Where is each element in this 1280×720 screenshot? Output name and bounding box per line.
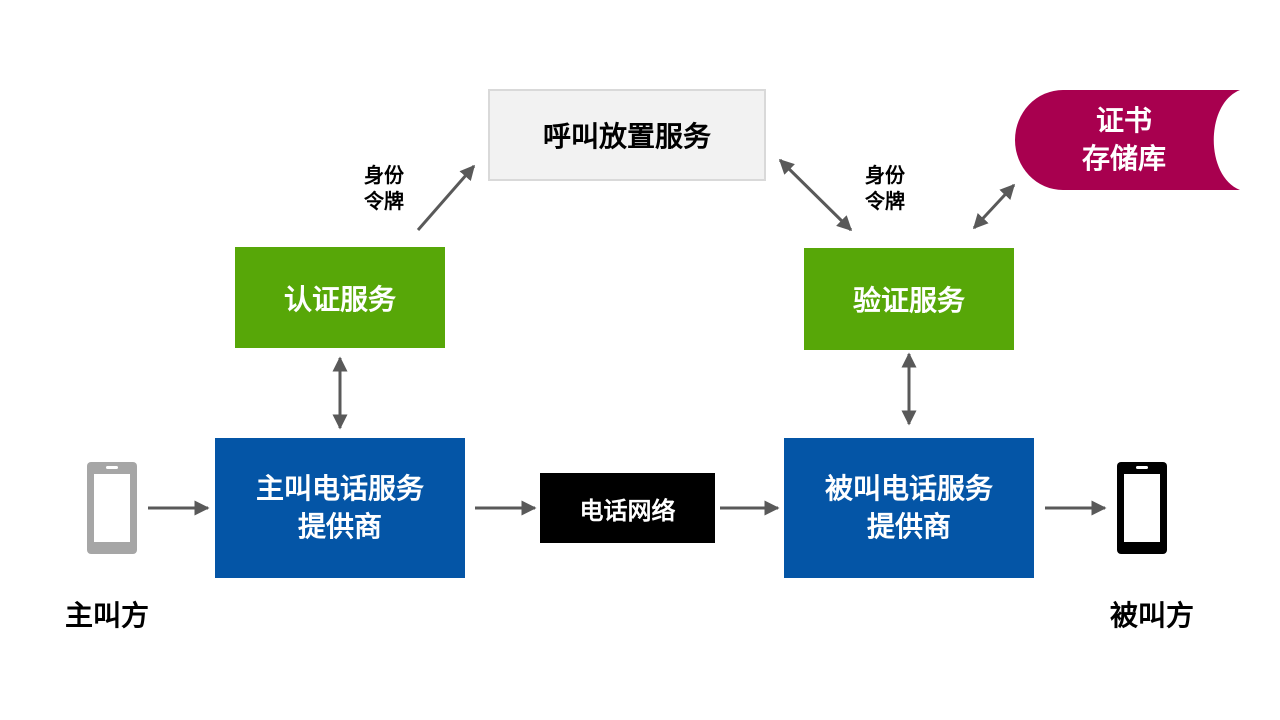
- identity-token-label-left: 身份 令牌: [354, 162, 414, 214]
- call-placement-service-box: 呼叫放置服务: [488, 89, 766, 181]
- caller-label: 主叫方: [65, 599, 150, 632]
- identity-token-right-line2: 令牌: [865, 189, 905, 213]
- smartphone-icon: [1117, 462, 1167, 554]
- identity-token-left-line2: 令牌: [364, 189, 404, 213]
- arrow-verify-cert-store-bidirectional: [972, 183, 1016, 230]
- certificate-store-background: [1015, 90, 1240, 190]
- callee-provider-box: 被叫电话服务 提供商: [784, 438, 1034, 578]
- caller-provider-line2: 提供商: [297, 510, 382, 543]
- caller-provider-line1: 主叫电话服务: [255, 472, 424, 505]
- callee-provider-line2: 提供商: [866, 510, 951, 543]
- certificate-store-shape: 证书 存储库: [1015, 90, 1240, 190]
- callee-label: 被叫方: [1110, 599, 1195, 632]
- authentication-service-label: 认证服务: [283, 282, 396, 316]
- arrow-call-placement-verify-bidirectional: [778, 158, 853, 232]
- call-placement-service-label: 呼叫放置服务: [542, 120, 711, 153]
- arrow-auth-to-call-placement: [416, 164, 476, 231]
- certificate-store-line1: 证书: [1095, 104, 1152, 137]
- phone-network-box: 电话网络: [540, 473, 715, 543]
- verification-service-box: 验证服务: [804, 248, 1014, 350]
- authentication-service-box: 认证服务: [235, 247, 445, 348]
- identity-token-right-line1: 身份: [865, 163, 905, 187]
- verification-service-label: 验证服务: [852, 284, 965, 317]
- callee-provider-line1: 被叫电话服务: [824, 472, 993, 505]
- identity-token-left-line1: 身份: [364, 163, 404, 187]
- smartphone-icon: [87, 462, 137, 554]
- caller-provider-box: 主叫电话服务 提供商: [215, 438, 465, 578]
- identity-token-label-right: 身份 令牌: [855, 162, 915, 214]
- phone-network-label: 电话网络: [579, 496, 676, 525]
- certificate-store-line2: 存储库: [1081, 142, 1166, 175]
